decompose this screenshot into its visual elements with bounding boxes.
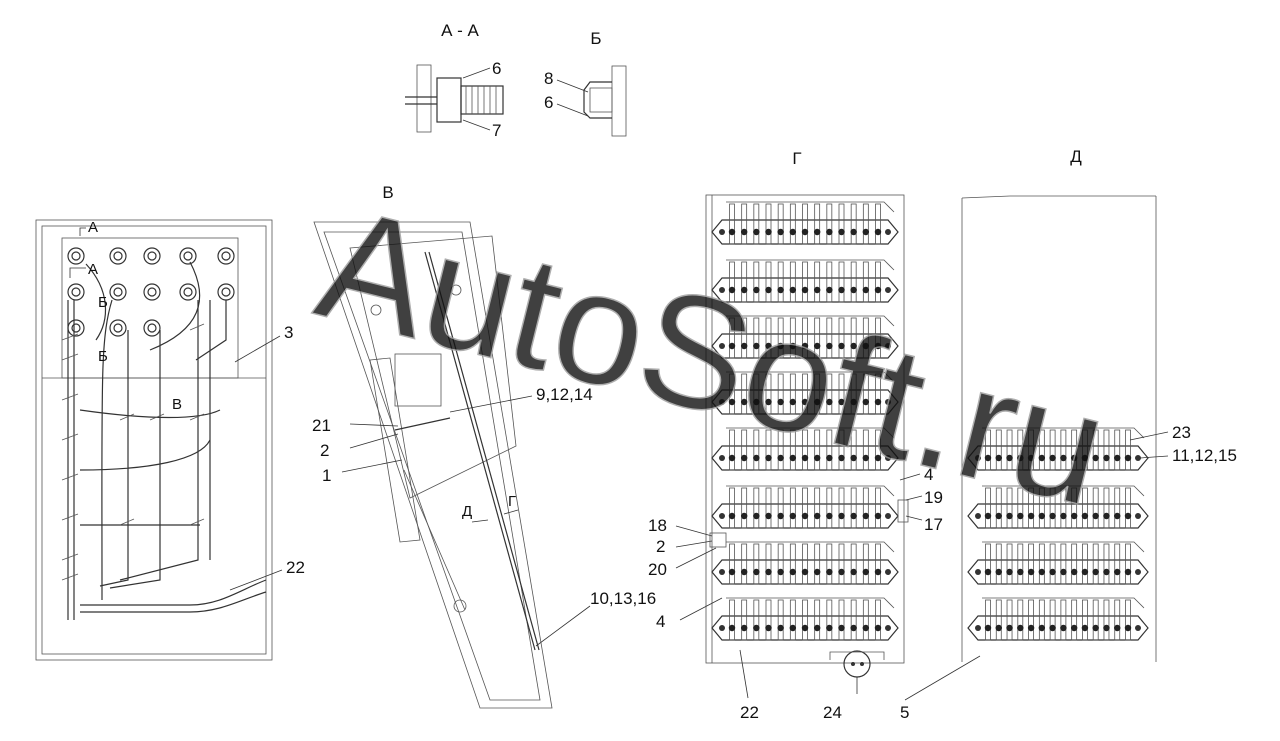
marker-v: В bbox=[172, 396, 182, 413]
section-b-title: Б bbox=[590, 29, 601, 48]
callout-24: 24 bbox=[823, 703, 842, 722]
callout-8: 8 bbox=[544, 69, 553, 88]
marker-g: Г bbox=[508, 493, 516, 510]
cabinet-front-view: 3 22 А А Б Б В bbox=[35, 219, 305, 661]
callout-6-aa: 6 bbox=[492, 59, 501, 78]
callout-2-g: 2 bbox=[656, 537, 665, 556]
terminal-strip bbox=[711, 597, 899, 641]
callout-17: 17 bbox=[924, 515, 943, 534]
terminal-strip bbox=[711, 541, 899, 585]
callout-2-v: 2 bbox=[320, 441, 329, 460]
terminal-strip bbox=[711, 201, 899, 245]
marker-b-2: Б bbox=[98, 348, 108, 365]
terminal-strip bbox=[711, 371, 899, 415]
view-g-panel: Г 18 2 20 4 4 19 17 22 24 5 bbox=[648, 149, 981, 722]
marker-a-mid: А bbox=[88, 261, 98, 278]
callout-3: 3 bbox=[284, 323, 293, 342]
callout-7: 7 bbox=[492, 121, 501, 140]
view-d-panel: Д 23 11,12,15 bbox=[961, 147, 1237, 662]
callout-19: 19 bbox=[924, 488, 943, 507]
terminal-strip bbox=[711, 259, 899, 303]
callout-20: 20 bbox=[648, 560, 667, 579]
callout-23: 23 bbox=[1172, 423, 1191, 442]
watermark: AutoSoft.ru bbox=[303, 172, 1123, 539]
callout-4-r: 4 bbox=[924, 465, 933, 484]
terminal-strips-d bbox=[967, 427, 1149, 641]
callout-22-left: 22 bbox=[286, 558, 305, 577]
callout-1: 1 bbox=[322, 466, 331, 485]
terminal-strips-g bbox=[711, 201, 899, 641]
section-aa-title: А - А bbox=[441, 21, 479, 40]
terminal-strip bbox=[711, 315, 899, 359]
terminal-strip bbox=[711, 485, 899, 529]
marker-a-top: А bbox=[88, 219, 98, 236]
terminal-strip bbox=[967, 485, 1149, 529]
callout-21: 21 bbox=[312, 416, 331, 435]
section-d-title: Д bbox=[1070, 147, 1082, 166]
marker-b-1: Б bbox=[98, 294, 108, 311]
callout-10-13-16: 10,13,16 bbox=[590, 589, 656, 608]
terminal-strip bbox=[967, 597, 1149, 641]
section-b-detail: Б 8 6 bbox=[544, 29, 627, 137]
callout-18: 18 bbox=[648, 516, 667, 535]
terminal-strip bbox=[967, 541, 1149, 585]
callout-22-bottom: 22 bbox=[740, 703, 759, 722]
view-v-door: В 9,12,14 21 2 1 10,13,16 Д Г bbox=[312, 183, 656, 709]
section-aa-detail: А - А 6 7 bbox=[405, 21, 504, 140]
callout-9-12-14: 9,12,14 bbox=[536, 385, 593, 404]
callout-11-12-15: 11,12,15 bbox=[1172, 446, 1237, 465]
section-g-title: Г bbox=[792, 149, 801, 168]
terminal-strip bbox=[967, 427, 1149, 471]
marker-d: Д bbox=[462, 503, 472, 520]
callout-5: 5 bbox=[900, 703, 909, 722]
callout-6-b: 6 bbox=[544, 93, 553, 112]
callout-4-g: 4 bbox=[656, 612, 665, 631]
section-v-title: В bbox=[382, 183, 393, 202]
terminal-strip bbox=[711, 427, 899, 471]
